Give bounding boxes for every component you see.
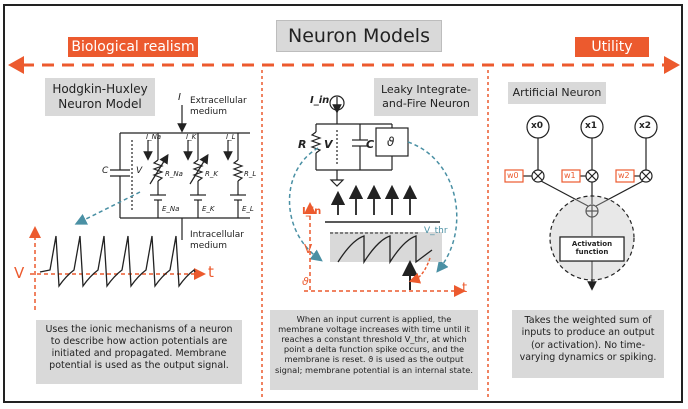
outer-frame: [3, 4, 683, 403]
hh-r-l-label: R_L: [244, 170, 257, 178]
hh-current-label: I: [178, 92, 181, 103]
lif-circuit: [310, 95, 409, 187]
biological-realism-tag: Biological realism: [68, 37, 198, 57]
utility-tag: Utility: [575, 37, 649, 57]
hh-e-l-label: E_L: [242, 205, 254, 213]
hh-title: Hodgkin-Huxley Neuron Model: [45, 78, 155, 116]
hh-r-k-label: R_K: [205, 170, 218, 178]
lif-theta-box-label: ϑ: [387, 135, 395, 149]
an-weight-w0: w0: [507, 171, 519, 180]
lif-iin-plot-label: I_in: [302, 206, 322, 217]
page-title: Neuron Models: [276, 20, 442, 52]
hh-i-l-label: I_L: [226, 133, 236, 141]
hh-caption: Uses the ionic mechanisms of a neuron to…: [36, 320, 242, 384]
hh-axis-v-label: V: [14, 264, 25, 282]
lif-reset-arrow: [408, 257, 431, 284]
axis-right-arrowhead: [664, 56, 680, 74]
an-weight-w1: w1: [564, 171, 576, 180]
axis-left-arrowhead: [8, 56, 24, 74]
hh-e-k-label: E_K: [202, 205, 215, 213]
lif-voltage-trace: [337, 235, 433, 265]
hh-r-na-label: R_Na: [165, 170, 183, 178]
an-activation-label: Activation function: [560, 240, 624, 256]
lif-v-label: V: [324, 138, 333, 151]
lif-feedback-arrow-left: [288, 147, 323, 262]
lif-c-label: C: [366, 138, 375, 151]
lif-iin-top-label: I_in: [310, 95, 330, 106]
hh-e-na-label: E_Na: [162, 205, 180, 213]
weight-box-w2: [615, 169, 635, 183]
an-input-x0: x0: [531, 121, 544, 131]
an-activation-line2: function: [575, 248, 609, 257]
lif-vthr-label: V_thr: [424, 226, 448, 236]
hh-intracellular-label: Intracellular medium: [190, 230, 245, 251]
lif-theta-plot-label: ϑ: [302, 275, 309, 288]
hh-i-na-label: I_Na: [146, 133, 162, 141]
activation-function-box: [559, 236, 625, 262]
hh-title-line2: Neuron Model: [58, 97, 142, 111]
hh-voltage-label: V: [136, 166, 143, 176]
lif-title-line2: and-Fire Neuron: [382, 97, 470, 110]
lif-caption: When an input current is applied, the me…: [270, 310, 478, 390]
an-title: Artificial Neuron: [508, 82, 606, 104]
an-input-x2: x2: [639, 121, 652, 131]
hh-i-k-label: I_K: [186, 133, 197, 141]
hh-title-line1: Hodgkin-Huxley: [52, 82, 148, 96]
lif-title-line1: Leaky Integrate-: [380, 83, 472, 97]
lif-title: Leaky Integrate- and-Fire Neuron: [374, 78, 478, 116]
an-input-x1: x1: [585, 121, 598, 131]
lif-r-label: R: [298, 138, 307, 151]
an-activation-line1: Activation: [571, 240, 613, 248]
lif-v-plot-label: V: [304, 242, 313, 256]
lif-axis-t-label: t: [462, 281, 468, 296]
hh-extracellular-label: Extracellular medium: [190, 96, 247, 117]
weight-box-w1: [561, 169, 581, 183]
hh-circuit: [110, 105, 250, 240]
hh-spike-train: [39, 235, 196, 288]
weight-box-w0: [504, 169, 524, 183]
hh-capacitor-label: C: [102, 166, 109, 176]
hh-axis-t-label: t: [208, 263, 214, 281]
an-weight-w2: w2: [618, 171, 630, 180]
an-caption: Takes the weighted sum of inputs to prod…: [512, 310, 664, 378]
